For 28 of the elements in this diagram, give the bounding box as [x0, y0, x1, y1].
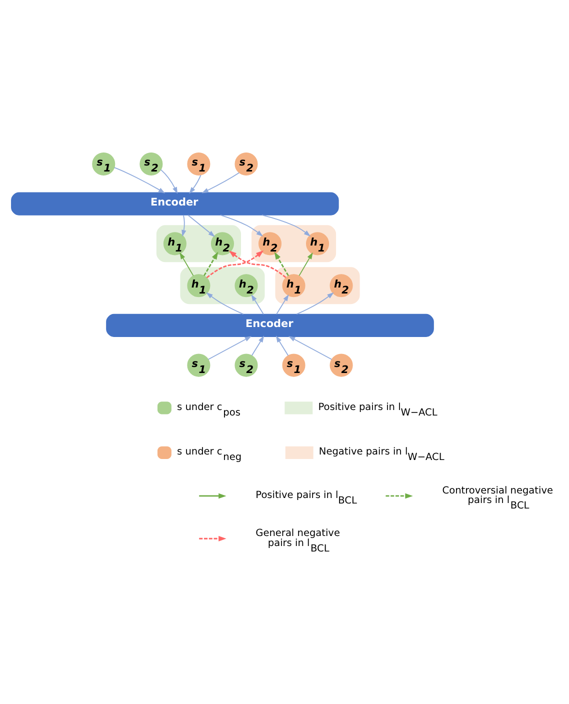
arrow	[288, 336, 332, 360]
arrow	[180, 252, 194, 276]
arrow	[296, 292, 334, 315]
arrow	[160, 169, 178, 194]
arrow	[206, 250, 264, 278]
arrow	[114, 167, 166, 194]
arrow	[182, 214, 186, 237]
cluster	[180, 267, 265, 304]
arrow	[276, 336, 289, 356]
arrow	[206, 292, 244, 315]
arrow	[204, 252, 218, 276]
arrow	[262, 214, 311, 236]
cluster	[156, 225, 241, 262]
arrow	[251, 336, 264, 356]
arrow	[276, 294, 289, 315]
arrow	[220, 214, 264, 237]
arrow	[251, 294, 264, 315]
arrow	[208, 336, 252, 360]
node-box: Encoder	[11, 192, 339, 216]
arrow	[274, 252, 289, 276]
arrow	[189, 174, 202, 194]
arrow	[228, 250, 286, 278]
arrow	[188, 214, 216, 237]
node-box: Encoder	[106, 314, 434, 337]
arrow	[298, 252, 313, 276]
arrow	[202, 172, 240, 194]
cluster	[275, 267, 360, 304]
cluster	[251, 225, 336, 262]
